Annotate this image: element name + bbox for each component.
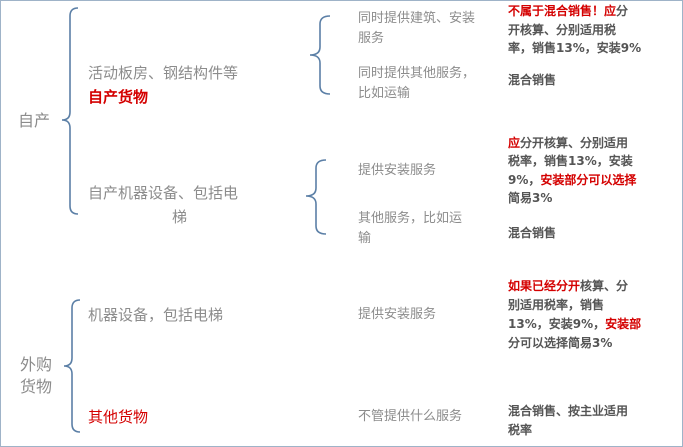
purchased-machinery-result-line4: 分可以选择简易3% xyxy=(508,336,613,350)
domestic-machinery-install-result-red: 应 xyxy=(508,136,521,150)
domestic-machinery-install-result-line3-red: 安装部分可以选择 xyxy=(540,173,637,187)
root-domestic: 自产 xyxy=(18,111,51,130)
prefab-label-line1: 活动板房、钢结构件等 xyxy=(88,64,239,82)
prefab-install-result-line1: 不属于混合销售！应分 xyxy=(508,3,628,19)
prefab-install-result-tail: 分 xyxy=(616,4,629,18)
domestic-machinery-install-result-line1: 应分开核算、分别适用 xyxy=(508,135,628,151)
root-purchased-line1: 外购 xyxy=(20,355,53,374)
domestic-machinery-install-label: 提供安装服务 xyxy=(358,163,437,178)
domestic-machinery-install-result-line3-a: 9%， xyxy=(508,173,541,187)
domestic-machinery-other-label-line2: 输 xyxy=(358,231,372,246)
purchased-machinery-result-line3: 13%，安装9%，安装部 xyxy=(508,316,641,332)
domestic-machinery-label-line2: 梯 xyxy=(172,208,188,226)
domestic-machinery-other-label-line1: 其他服务，比如运 xyxy=(358,211,463,226)
purchased-other-result-line1: 混合销售、按主业适用 xyxy=(508,404,629,418)
purchased-machinery-service: 提供安装服务 xyxy=(358,307,437,322)
purchased-other-goods-label: 其他货物 xyxy=(88,408,149,426)
prefab-label-line2: 自产货物 xyxy=(88,88,149,106)
bracket-purchased xyxy=(63,299,81,433)
bracket-domestic-machinery xyxy=(305,159,327,235)
purchased-machinery-result-line3-red: 安装部 xyxy=(605,317,642,331)
purchased-machinery-result-red: 如果已经分开 xyxy=(508,279,581,293)
domestic-machinery-install-result-line3: 9%，安装部分可以选择 xyxy=(508,172,636,188)
prefab-other-label-line1: 同时提供其他服务， xyxy=(358,66,476,81)
domestic-machinery-install-result-line4: 简易3% xyxy=(508,191,553,205)
prefab-install-result-red: 不属于混合销售！应 xyxy=(508,4,617,18)
purchased-machinery-result-tail: 核算、分 xyxy=(580,279,629,293)
purchased-other-result-line2: 税率 xyxy=(508,423,533,437)
prefab-install-result-line2: 开核算、分别适用税 xyxy=(508,23,617,37)
domestic-machinery-label-line1: 自产机器设备、包括电 xyxy=(88,184,239,202)
root-purchased-line2: 货物 xyxy=(20,377,53,396)
domestic-machinery-install-result-tail: 分开核算、分别适用 xyxy=(520,136,629,150)
purchased-machinery-result-line2: 别适用税率，销售 xyxy=(508,298,605,312)
prefab-install-label-line2: 服务 xyxy=(358,31,385,46)
purchased-machinery-result-line1: 如果已经分开核算、分 xyxy=(508,278,628,294)
bracket-prefab xyxy=(309,15,331,95)
prefab-other-label-line2: 比如运输 xyxy=(358,86,411,101)
prefab-other-result: 混合销售 xyxy=(508,73,557,87)
purchased-machinery-result-line3-a: 13%，安装9%， xyxy=(508,317,606,331)
purchased-other-service: 不管提供什么服务 xyxy=(358,409,463,424)
domestic-machinery-other-result: 混合销售 xyxy=(508,226,557,240)
purchased-machinery-label: 机器设备，包括电梯 xyxy=(88,306,224,324)
prefab-install-result-line3: 率，销售13%，安装9% xyxy=(508,41,642,55)
prefab-install-label-line1: 同时提供建筑、安装 xyxy=(358,11,476,26)
bracket-domestic xyxy=(61,7,79,215)
domestic-machinery-install-result-line2: 税率，销售13%，安装 xyxy=(508,154,633,168)
